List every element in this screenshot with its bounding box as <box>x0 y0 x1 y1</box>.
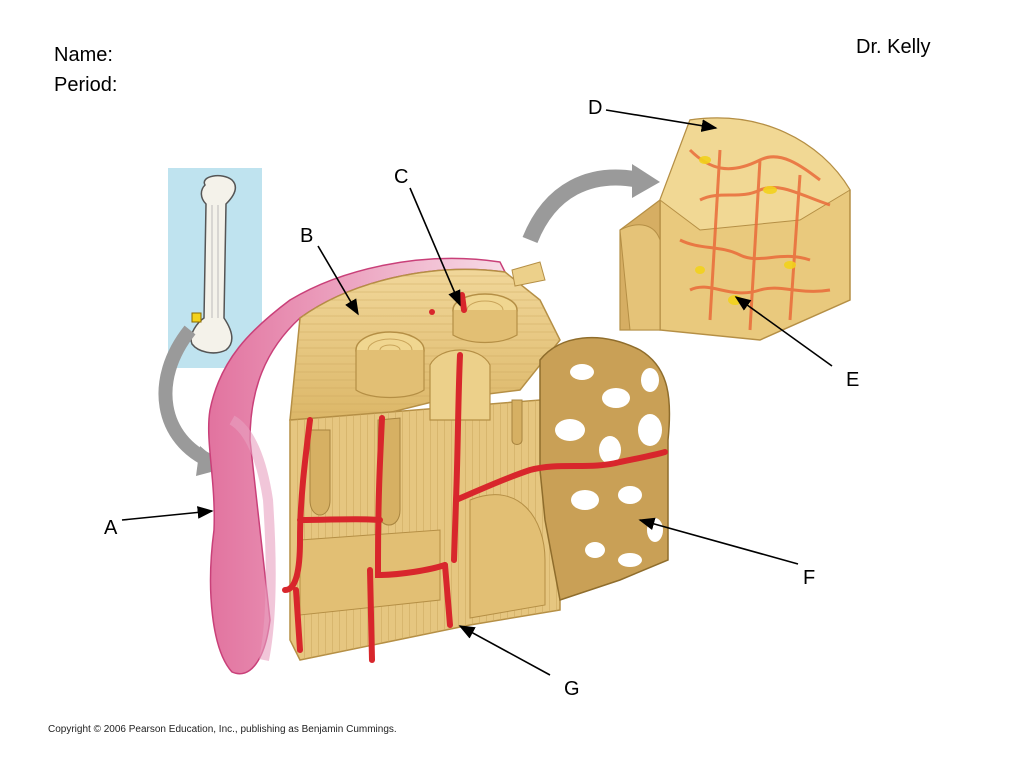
label-d: D <box>588 97 602 119</box>
copyright-notice: Copyright © 2006 Pearson Education, Inc.… <box>48 724 397 735</box>
pointer-f <box>638 517 799 565</box>
label-c: C <box>394 166 408 188</box>
label-g: G <box>564 678 580 700</box>
label-pointers <box>121 109 833 676</box>
pointer-b <box>317 245 359 316</box>
blood-vessels <box>282 292 668 663</box>
pointer-e <box>734 296 833 367</box>
osteon-detail <box>619 117 851 341</box>
periosteum <box>207 257 507 675</box>
zoom-arrow-left <box>158 325 215 469</box>
label-a: A <box>104 517 118 539</box>
spongy-bone <box>539 337 671 601</box>
label-e: E <box>846 369 859 391</box>
pointer-c <box>409 187 461 307</box>
teacher-name: Dr. Kelly <box>856 36 931 58</box>
name-field-label: Name: <box>54 44 113 66</box>
period-field-label: Period: <box>54 74 118 96</box>
internal-osteons <box>299 399 546 619</box>
pointer-a <box>121 506 214 521</box>
pointer-g <box>458 625 551 676</box>
label-b: B <box>300 225 313 247</box>
zoom-arrow-right <box>522 169 642 244</box>
pointer-d <box>605 109 718 132</box>
label-f: F <box>803 567 815 589</box>
